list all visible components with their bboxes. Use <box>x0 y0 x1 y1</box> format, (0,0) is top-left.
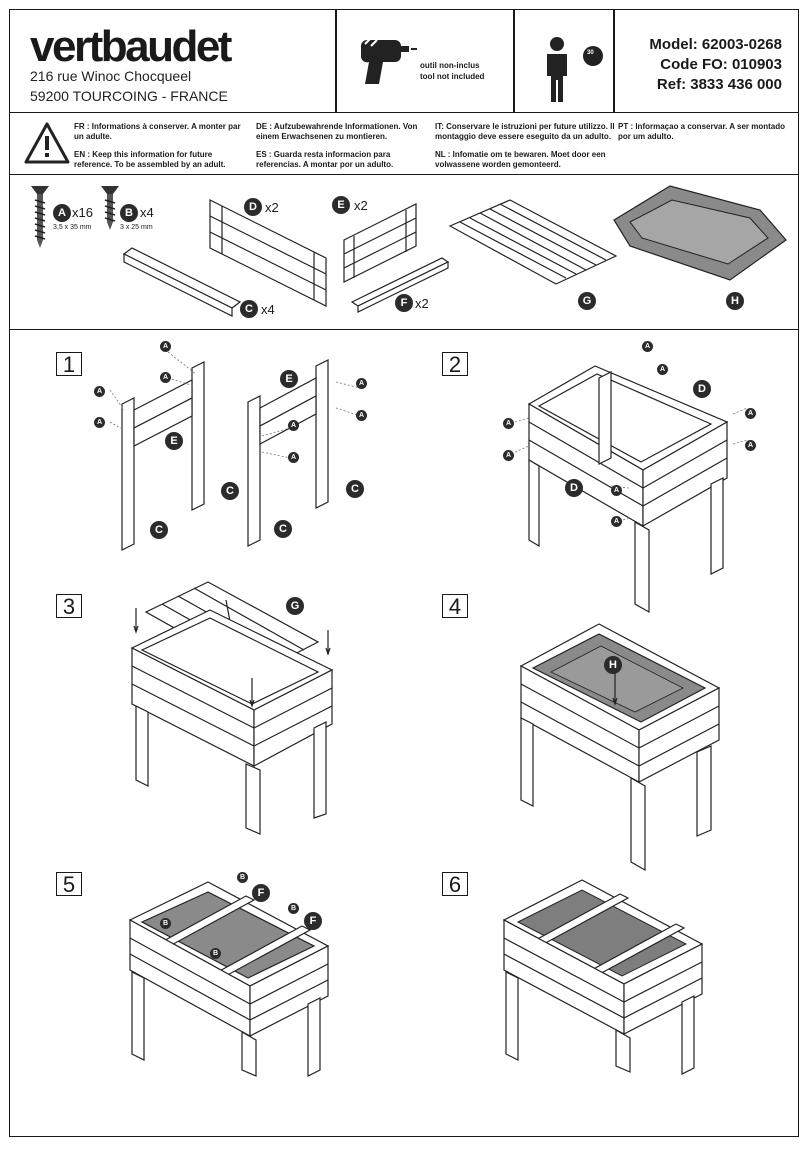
part-c-qty: x4 <box>261 302 275 317</box>
step-1-label-a: A <box>160 341 171 352</box>
header: vertbaudet 216 rue Winoc Chocqueel 59200… <box>10 10 798 113</box>
adult-person-icon <box>547 37 603 102</box>
part-d-badge: D <box>244 198 262 216</box>
step-2-label-a: A <box>503 450 514 461</box>
age-label: 30 <box>587 50 594 56</box>
warning-section: FR : Informations à conserver. A monter … <box>10 112 798 175</box>
step-2-number: 2 <box>442 352 468 377</box>
step-6-number: 6 <box>442 872 468 897</box>
step-5-number: 5 <box>56 872 82 897</box>
screw-a-icon <box>31 186 49 248</box>
liner-h-drawing <box>613 185 787 281</box>
step-1-label-c: C <box>150 521 168 539</box>
leg-c-drawing <box>122 247 242 317</box>
instruction-sheet: vertbaudet 216 rue Winoc Chocqueel 59200… <box>9 9 799 1137</box>
step-1-label-c: C <box>221 482 239 500</box>
part-e-qty: x2 <box>354 198 368 213</box>
step-2-label-d: D <box>565 479 583 497</box>
step-2-label-d: D <box>693 380 711 398</box>
step-5-label-b: B <box>210 948 221 959</box>
step-5-label-b: B <box>237 872 248 883</box>
step-1-label-c: C <box>346 480 364 498</box>
step-5-label-f: F <box>252 884 270 902</box>
part-f-qty: x2 <box>415 296 429 311</box>
reference: Ref: 3833 436 000 <box>656 76 782 93</box>
part-g-badge: G <box>578 292 596 310</box>
step-1-label-a: A <box>356 410 367 421</box>
step-3-label-g: G <box>286 597 304 615</box>
tool-note: outil non-inclus tool not included <box>420 61 485 81</box>
slat-f-drawing <box>350 257 450 313</box>
warning-es: ES : Guarda resta informacion para refer… <box>256 150 394 169</box>
panel-e-drawing <box>343 203 417 283</box>
step-5-label-b: B <box>288 903 299 914</box>
step-2-label-a: A <box>611 485 622 496</box>
step-2-label-a: A <box>611 516 622 527</box>
step-1-label-e: E <box>165 432 183 450</box>
part-a-badge: A <box>53 204 71 222</box>
part-d-qty: x2 <box>265 200 279 215</box>
step-3-number: 3 <box>56 594 82 619</box>
drill-icon <box>360 37 417 84</box>
warning-de: DE : Aufzubewahrende Informationen. Von … <box>256 122 418 141</box>
address-line-2: 59200 TOURCOING - FRANCE <box>30 88 228 104</box>
step-1-label-a: A <box>288 420 299 431</box>
step-1-label-a: A <box>288 452 299 463</box>
step-1-drawing <box>109 351 361 551</box>
step-1-label-a: A <box>94 417 105 428</box>
warning-it: IT: Conservare le istruzioni per future … <box>435 122 615 141</box>
warning-en: EN : Keep this information for future re… <box>74 150 226 169</box>
step-6-drawing <box>502 879 704 1075</box>
parts-list: A x16 3,5 x 35 mm B x4 3 x 25 mm C x4 D … <box>10 174 798 330</box>
step-2-label-a: A <box>657 364 668 375</box>
step-5-drawing <box>128 881 330 1077</box>
warning-nl: NL : Infomatie om te bewaren. Moet door … <box>435 150 606 169</box>
step-1-label-c: C <box>274 520 292 538</box>
panel-d-drawing <box>209 199 327 307</box>
brand-logo: vertbaudet <box>30 22 232 71</box>
warning-triangle-icon <box>24 122 70 164</box>
part-a-dim: 3,5 x 35 mm <box>53 224 92 231</box>
address-line-1: 216 rue Winoc Chocqueel <box>30 68 192 84</box>
warning-fr: FR : Informations à conserver. A monter … <box>74 122 241 141</box>
step-1-label-a: A <box>94 386 105 397</box>
step-1-number: 1 <box>56 352 82 377</box>
part-e-badge: E <box>332 196 350 214</box>
screw-b-icon <box>101 186 119 230</box>
part-a-qty: x16 <box>72 205 93 220</box>
step-5-label-f: F <box>304 912 322 930</box>
step-1-label-e: E <box>280 370 298 388</box>
warning-pt: PT : Informaçao a conservar. A ser monta… <box>618 122 786 141</box>
part-h-badge: H <box>726 292 744 310</box>
part-c-badge: C <box>240 300 258 318</box>
step-1-label-a: A <box>356 378 367 389</box>
part-b-dim: 3 x 25 mm <box>120 224 153 231</box>
bottom-g-drawing <box>448 199 618 285</box>
step-5-label-b: B <box>160 918 171 929</box>
step-2-label-a: A <box>745 408 756 419</box>
part-b-qty: x4 <box>140 205 154 220</box>
step-3-drawing <box>130 581 334 835</box>
step-2-label-a: A <box>642 341 653 352</box>
step-4-drawing <box>519 623 721 872</box>
step-4-number: 4 <box>442 594 468 619</box>
step-1-label-a: A <box>160 372 171 383</box>
part-b-badge: B <box>120 204 138 222</box>
step-2-label-a: A <box>745 440 756 451</box>
part-f-badge: F <box>395 294 413 312</box>
step-4-label-h: H <box>604 656 622 674</box>
model-number: Model: 62003-0268 <box>649 36 782 53</box>
code-fo: Code FO: 010903 <box>660 56 782 73</box>
step-2-label-a: A <box>503 418 514 429</box>
